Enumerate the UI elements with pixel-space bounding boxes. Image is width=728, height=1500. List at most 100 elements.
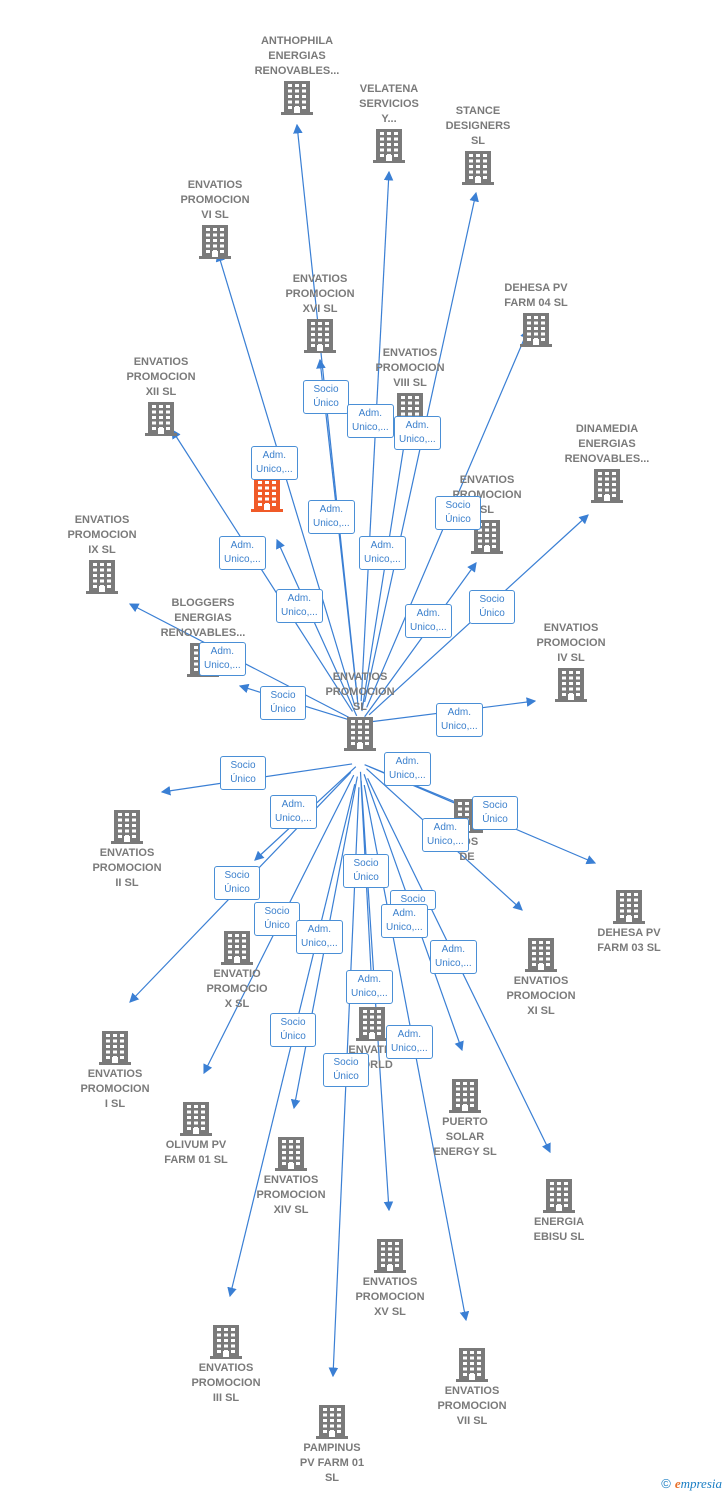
relation-badge[interactable]: Socio Único — [220, 756, 266, 790]
company-name: ENVATIOS PROMOCION IV SL — [536, 622, 606, 664]
company-name: PUERTO SOLAR ENERGY SL — [433, 1116, 497, 1158]
company-name: ENVATIOS PROMOCION VIII SL — [375, 347, 445, 389]
company-node-viii[interactable]: ENVATIOS PROMOCION VIII SL — [355, 346, 465, 429]
brand-name: mpresia — [680, 1476, 722, 1491]
relation-badge[interactable]: Socio Único — [343, 854, 389, 888]
relation-badge[interactable]: Adm. Unico,... — [199, 642, 246, 676]
building-icon — [242, 81, 352, 115]
company-node-vii[interactable]: ENVATIOS PROMOCION VII SL — [417, 1346, 527, 1429]
company-node-anthophila[interactable]: ANTHOPHILA ENERGIAS RENOVABLES... — [242, 34, 352, 117]
company-name: STANCE DESIGNERS SL — [445, 105, 511, 147]
company-node-vi[interactable]: ENVATIOS PROMOCION VI SL — [160, 178, 270, 261]
company-name: VELATENA SERVICIOS Y... — [359, 83, 419, 125]
company-name: ENVATIOS PROMOCION XVI SL — [285, 273, 355, 315]
company-name: ENVATIOS PROMOCION XIV SL — [256, 1174, 326, 1216]
company-node-xi[interactable]: ENVATIOS PROMOCION XI SL — [486, 936, 596, 1019]
company-name: ANTHOPHILA ENERGIAS RENOVABLES... — [254, 35, 340, 77]
building-icon — [486, 938, 596, 972]
building-icon — [423, 151, 533, 185]
copyright-symbol: © — [661, 1476, 671, 1491]
company-node-ii[interactable]: ENVATIOS PROMOCION II SL — [72, 808, 182, 891]
edge-xvi — [316, 358, 359, 709]
company-node-x[interactable]: ENVATIO PROMOCIO X SL — [182, 929, 292, 1012]
relation-badge[interactable]: Adm. Unico,... — [296, 920, 343, 954]
relation-badge[interactable]: Adm. Unico,... — [270, 795, 317, 829]
company-name: ENVATIOS PROMOCION II SL — [92, 847, 162, 889]
company-name: ENVATIO PROMOCIO X SL — [206, 968, 268, 1010]
company-name: ENVATIOS PROMOCION VII SL — [437, 1385, 507, 1427]
brand-initial: e — [674, 1476, 681, 1491]
edge-promsl — [364, 562, 477, 718]
relation-badge[interactable]: Adm. Unico,... — [276, 589, 323, 623]
relation-badge[interactable]: Socio Único — [472, 796, 518, 830]
company-node-dinamedia[interactable]: DINAMEDIA ENERGIAS RENOVABLES... — [552, 422, 662, 505]
relation-badge[interactable]: Adm. Unico,... — [436, 703, 483, 737]
building-icon — [305, 717, 415, 751]
building-icon — [236, 1137, 346, 1171]
company-node-iv[interactable]: ENVATIOS PROMOCION IV SL — [516, 621, 626, 704]
building-icon — [106, 402, 216, 436]
relation-badge[interactable]: Adm. Unico,... — [394, 416, 441, 450]
relation-badge[interactable]: Adm. Unico,... — [219, 536, 266, 570]
relation-badge[interactable]: Socio Único — [254, 902, 300, 936]
building-icon — [574, 890, 684, 924]
company-node-velatena[interactable]: VELATENA SERVICIOS Y... — [334, 82, 444, 165]
relation-badge[interactable]: Adm. Unico,... — [405, 604, 452, 638]
edge-xii — [171, 428, 353, 712]
company-name: BLOGGERS ENERGIAS RENOVABLES... — [160, 597, 246, 639]
company-node-dehesa04[interactable]: DEHESA PV FARM 04 SL — [481, 281, 591, 349]
company-node-xvi[interactable]: ENVATIOS PROMOCION XVI SL — [265, 272, 375, 355]
building-icon — [60, 1031, 170, 1065]
company-name: ENVATIOS PROMOCION IX SL — [67, 514, 137, 556]
company-name: DEHESA PV FARM 04 SL — [504, 282, 568, 309]
company-name: ENVATIOS PROMOCION XII SL — [126, 356, 196, 398]
building-icon — [265, 319, 375, 353]
building-icon — [417, 1348, 527, 1382]
relation-badge[interactable]: Socio Único — [469, 590, 515, 624]
company-node-xii[interactable]: ENVATIOS PROMOCION XII SL — [106, 355, 216, 438]
building-icon — [171, 1325, 281, 1359]
relation-badge[interactable]: Adm. Unico,... — [430, 940, 477, 974]
company-name: ENVATIOS PROMOCION SL — [325, 671, 395, 713]
building-icon — [516, 668, 626, 702]
relation-badge[interactable]: Socio Único — [214, 866, 260, 900]
company-node-dehesa03[interactable]: DEHESA PV FARM 03 SL — [574, 888, 684, 956]
center-company-node[interactable]: ENVATIOS PROMOCION SL — [305, 670, 415, 753]
relation-badge[interactable]: Adm. Unico,... — [384, 752, 431, 786]
company-node-olivum[interactable]: OLIVUM PV FARM 01 SL — [141, 1100, 251, 1168]
building-icon — [552, 469, 662, 503]
relation-badge[interactable]: Adm. Unico,... — [347, 404, 394, 438]
company-node-i[interactable]: ENVATIOS PROMOCION I SL — [60, 1029, 170, 1112]
company-node-iii[interactable]: ENVATIOS PROMOCION III SL — [171, 1323, 281, 1406]
building-icon — [317, 1007, 427, 1041]
relation-badge[interactable]: Socio Único — [270, 1013, 316, 1047]
relation-badge[interactable]: Adm. Unico,... — [251, 446, 298, 480]
company-node-pampinus[interactable]: PAMPINUS PV FARM 01 SL — [277, 1403, 387, 1486]
relation-badge[interactable]: Adm. Unico,... — [422, 818, 469, 852]
relation-badge[interactable]: Adm. Unico,... — [359, 536, 406, 570]
company-node-stance[interactable]: STANCE DESIGNERS SL — [423, 104, 533, 187]
building-icon — [212, 478, 322, 512]
edge-sopv — [276, 538, 358, 717]
relation-badge[interactable]: Socio Único — [323, 1053, 369, 1087]
footer-brand: ©empresia — [661, 1476, 722, 1492]
relation-badge[interactable]: Adm. Unico,... — [346, 970, 393, 1004]
building-icon — [481, 313, 591, 347]
company-node-ebisu[interactable]: ENERGIA EBISU SL — [504, 1177, 614, 1245]
relation-badge[interactable]: Adm. Unico,... — [386, 1025, 433, 1059]
company-node-xv[interactable]: ENVATIOS PROMOCION XV SL — [335, 1237, 445, 1320]
building-icon — [160, 225, 270, 259]
company-name: ENVATIOS PROMOCION XI SL — [506, 975, 576, 1017]
company-node-ix[interactable]: ENVATIOS PROMOCION IX SL — [47, 513, 157, 596]
company-name: DEHESA PV FARM 03 SL — [597, 927, 661, 954]
relation-badge[interactable]: Socio Único — [260, 686, 306, 720]
relation-badge[interactable]: Socio Único — [303, 380, 349, 414]
building-icon — [334, 129, 444, 163]
relation-badge[interactable]: Adm. Unico,... — [308, 500, 355, 534]
relation-badge[interactable]: Adm. Unico,... — [381, 904, 428, 938]
relation-badge[interactable]: Socio Único — [435, 496, 481, 530]
company-node-xiv[interactable]: ENVATIOS PROMOCION XIV SL — [236, 1135, 346, 1218]
building-icon — [335, 1239, 445, 1273]
building-icon — [182, 931, 292, 965]
company-node-puerto[interactable]: PUERTO SOLAR ENERGY SL — [410, 1077, 520, 1160]
